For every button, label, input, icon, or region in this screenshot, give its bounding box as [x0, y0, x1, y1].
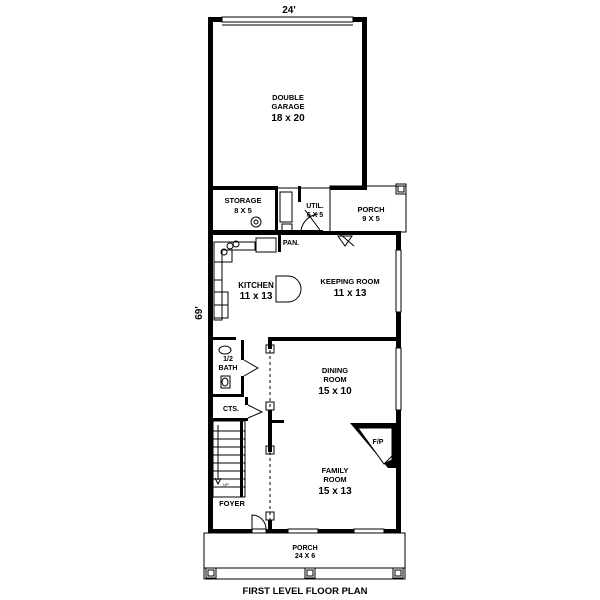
- window: [287, 528, 319, 534]
- kitchen-size: 11 x 13: [240, 291, 273, 302]
- front-porch: [203, 532, 406, 580]
- stairs: UP: [212, 420, 246, 498]
- half-bath-label-line2: BATH: [219, 365, 238, 372]
- dining-room-size: 15 x 10: [318, 386, 352, 397]
- front-door: [251, 528, 267, 534]
- side-porch-label: PORCH: [357, 205, 384, 214]
- garage-label-line2: GARAGE: [272, 102, 305, 111]
- toilet-icon: [221, 377, 229, 387]
- garage-block: [208, 16, 367, 232]
- width-dimension-label: 24': [282, 5, 296, 16]
- room-labels: DOUBLE GARAGE 18 x 20 STORAGE 8 X 5 UTIL…: [219, 93, 385, 560]
- keeping-room-size: 11 x 13: [334, 288, 367, 299]
- kitchen-label: KITCHEN: [238, 281, 274, 290]
- dining-room-label: DINING: [322, 366, 348, 375]
- closets-label: CTS.: [223, 406, 239, 413]
- kitchen-fixtures: [213, 240, 302, 321]
- window: [395, 249, 402, 313]
- kitchen-island: [275, 275, 302, 303]
- front-porch-label: PORCH: [292, 545, 317, 552]
- sink-icon: [218, 345, 232, 355]
- keeping-room-label: KEEPING ROOM: [320, 277, 379, 286]
- stair-up-label: UP: [223, 482, 229, 487]
- pantry-label: PAN.: [283, 240, 299, 247]
- water-heater-icon: [250, 216, 262, 228]
- garage-door: [221, 16, 354, 23]
- dining-room-label-line2: ROOM: [323, 375, 346, 384]
- half-bath-label: 1/2: [223, 356, 233, 363]
- window: [353, 528, 385, 534]
- util-label: UTIL.: [306, 203, 324, 210]
- interior-walls: [208, 337, 400, 532]
- family-room-size: 15 x 13: [318, 486, 352, 497]
- foyer-label: FOYER: [219, 499, 245, 508]
- fireplace-label: F/P: [373, 439, 384, 446]
- fireplace: [350, 423, 396, 468]
- plan-title: FIRST LEVEL FLOOR PLAN: [243, 586, 368, 597]
- main-walls: [208, 231, 402, 534]
- depth-dimension-label: 69': [194, 306, 205, 320]
- front-porch-size: 24 X 6: [295, 553, 315, 560]
- garage-size: 18 x 20: [271, 113, 305, 124]
- garage-label: DOUBLE: [272, 93, 304, 102]
- family-room-label: FAMILY: [322, 466, 349, 475]
- storage-size: 8 X 5: [234, 206, 252, 215]
- storage-label: STORAGE: [225, 196, 262, 205]
- bath-fixtures: [218, 345, 232, 389]
- window: [395, 347, 402, 411]
- util-size: 6 X 5: [307, 212, 323, 219]
- family-room-label-line2: ROOM: [323, 475, 346, 484]
- side-porch-size: 9 X 5: [362, 214, 380, 223]
